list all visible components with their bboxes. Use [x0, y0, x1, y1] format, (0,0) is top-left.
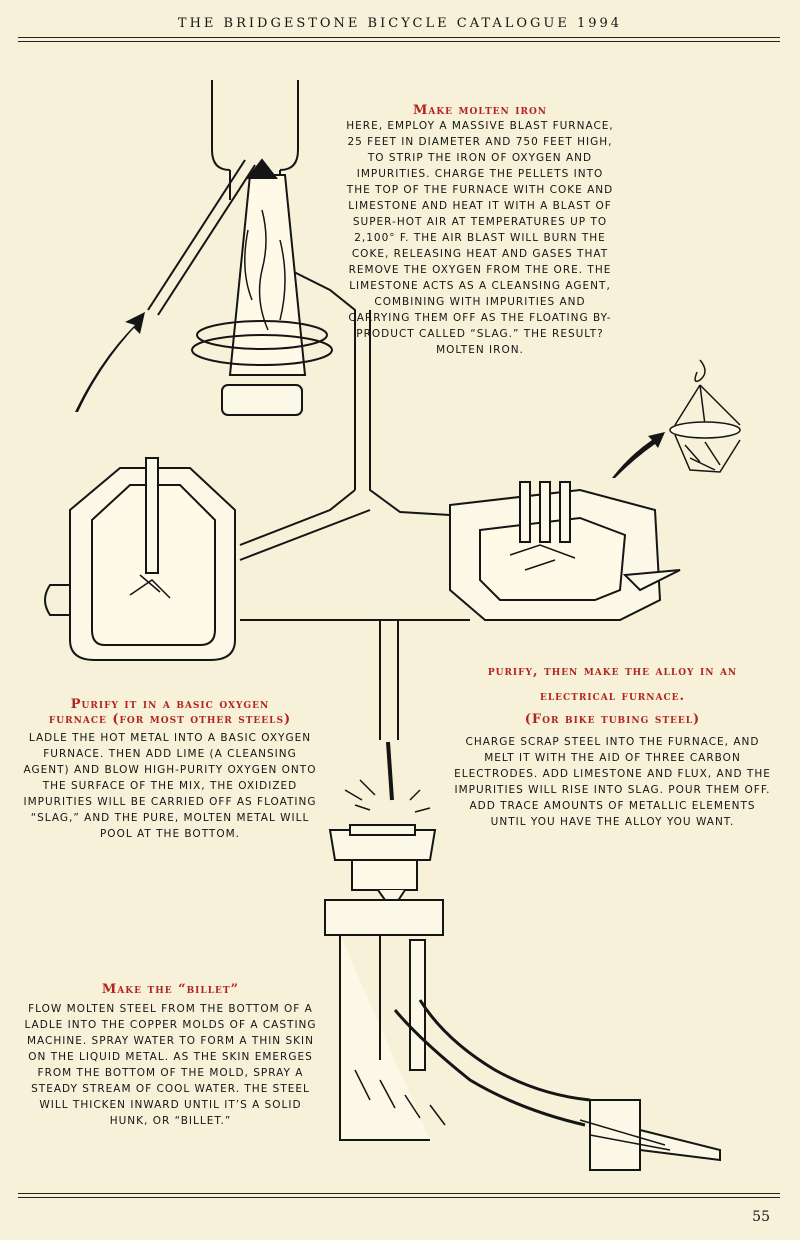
billet-section: Make the “billet” Flow molten steel from…	[18, 982, 323, 1129]
billet-text: Flow molten steel from the bottom of a l…	[18, 1001, 323, 1129]
electric-furnace-section: purify, then make the alloy in an electr…	[450, 659, 775, 830]
electric-furnace-icon	[450, 482, 680, 620]
blast-furnace-icon	[192, 160, 332, 415]
electric-furnace-heading-line1: purify, then make the alloy in an	[450, 659, 775, 684]
arrow-icon	[75, 312, 145, 412]
electric-furnace-heading-line3: (For bike tubing steel)	[450, 709, 775, 731]
charging-rail	[148, 160, 245, 310]
electric-furnace-heading-line2: electrical furnace.	[450, 684, 775, 709]
scrap-bucket-icon	[670, 360, 740, 472]
oxygen-furnace-section: Purify it in a basic oxygen furnace (for…	[20, 697, 320, 842]
oxygen-furnace-icon	[45, 458, 235, 660]
footer-rule-thin	[18, 1197, 780, 1198]
footer-rule	[18, 1193, 780, 1194]
oxygen-furnace-text: Ladle the hot metal into a basic oxygen …	[20, 730, 320, 842]
molten-iron-text: Here, employ a massive blast furnace, 25…	[345, 118, 615, 358]
billet-heading: Make the “billet”	[18, 982, 323, 997]
oxygen-furnace-heading-line1: Purify it in a basic oxygen	[20, 697, 320, 712]
arrow-icon	[612, 432, 665, 478]
electric-furnace-text: Charge scrap steel into the furnace, and…	[450, 734, 775, 830]
molten-iron-heading: Make molten iron	[345, 103, 615, 118]
oxygen-furnace-heading-line2: furnace (for most other steels)	[20, 712, 320, 727]
molten-iron-section: Make molten iron Here, employ a massive …	[345, 103, 615, 358]
page-number: 55	[752, 1209, 770, 1225]
